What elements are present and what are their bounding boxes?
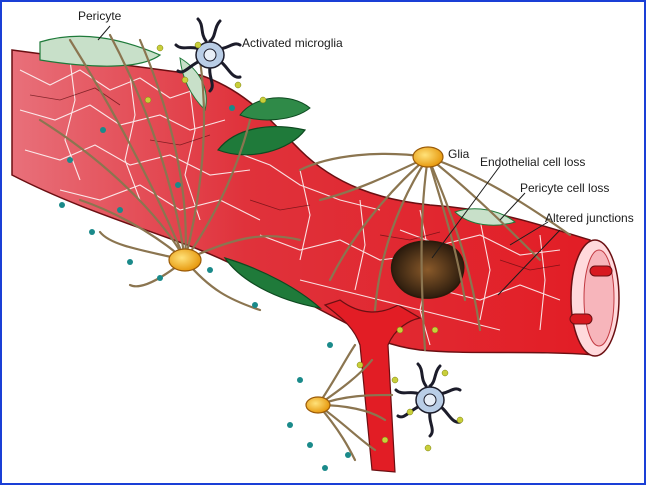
label-pericyte-cell-loss: Pericyte cell loss <box>520 181 609 195</box>
glia-cell <box>169 249 201 271</box>
activated-microglia <box>396 364 460 436</box>
red-blood-cell <box>590 266 612 276</box>
pericyte <box>40 36 160 66</box>
pericyte <box>240 98 310 120</box>
label-altered-junctions: Altered junctions <box>545 211 634 225</box>
label-pericyte: Pericyte <box>78 9 122 23</box>
label-glia: Glia <box>448 147 470 161</box>
glia-cell <box>413 147 443 167</box>
red-blood-cell <box>570 314 592 324</box>
blood-vessel <box>12 50 595 355</box>
label-endothelial-cell-loss: Endothelial cell loss <box>480 155 585 169</box>
endothelial-cell-loss-hole <box>392 241 464 298</box>
label-activated-microglia: Activated microglia <box>242 36 343 50</box>
glia-cell <box>306 397 330 413</box>
